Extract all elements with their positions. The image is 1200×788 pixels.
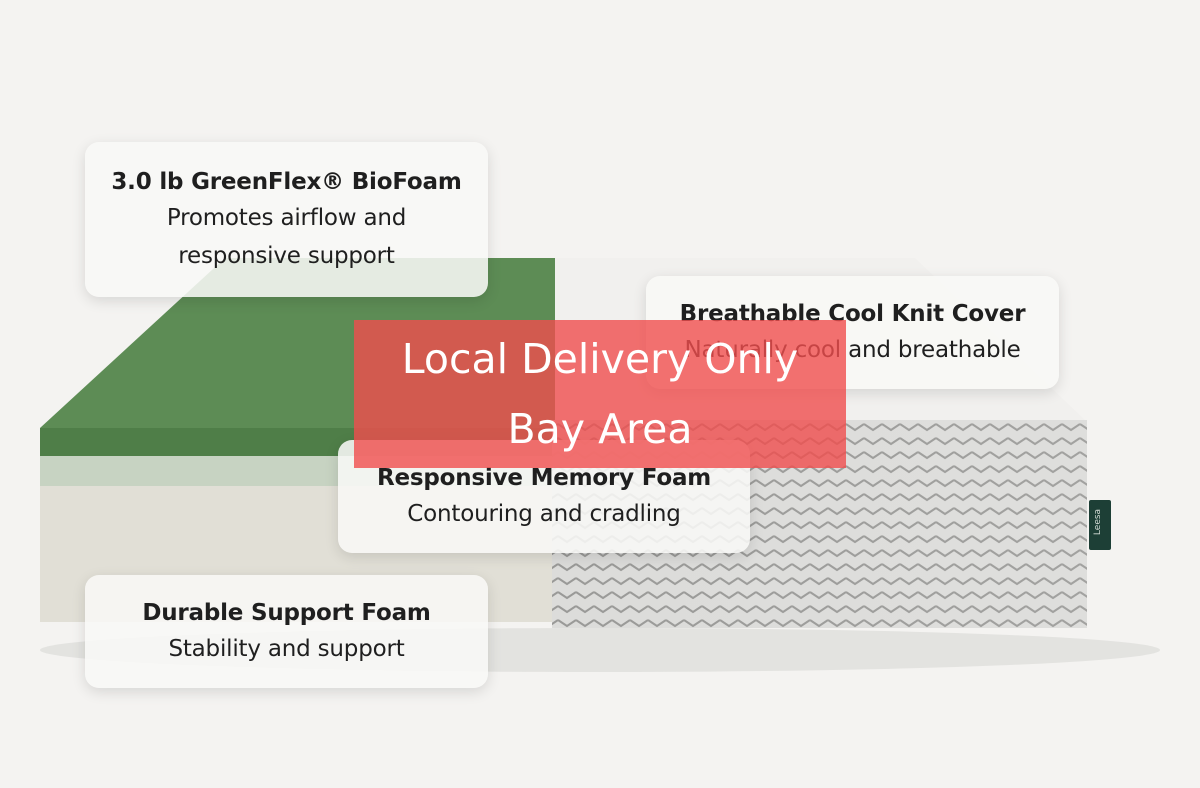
banner-line2: Bay Area [507, 405, 693, 453]
callout-greenflex-desc: Promotes airflow and responsive support [166, 199, 407, 275]
callout-support: Durable Support Foam Stability and suppo… [85, 575, 488, 688]
callout-memory-title: Responsive Memory Foam [376, 464, 712, 491]
callout-support-desc: Stability and support [168, 635, 405, 662]
callout-memory-desc: Contouring and cradling [407, 500, 681, 527]
callout-greenflex-desc-line2: responsive support [178, 242, 395, 269]
callout-cover: Breathable Cool Knit Cover Naturally coo… [646, 276, 1059, 389]
brand-tag-text: Leesa [1093, 509, 1103, 535]
callout-greenflex: 3.0 lb GreenFlex® BioFoam Promotes airfl… [85, 142, 488, 297]
brand-tag [1089, 500, 1111, 550]
callout-support-title: Durable Support Foam [142, 599, 431, 626]
banner-line1: Local Delivery Only [401, 335, 799, 383]
callout-greenflex-title: 3.0 lb GreenFlex® BioFoam [111, 168, 462, 195]
local-delivery-banner: Local Delivery Only Bay Area [354, 320, 846, 468]
callout-greenflex-desc-line1: Promotes airflow and [166, 204, 407, 231]
